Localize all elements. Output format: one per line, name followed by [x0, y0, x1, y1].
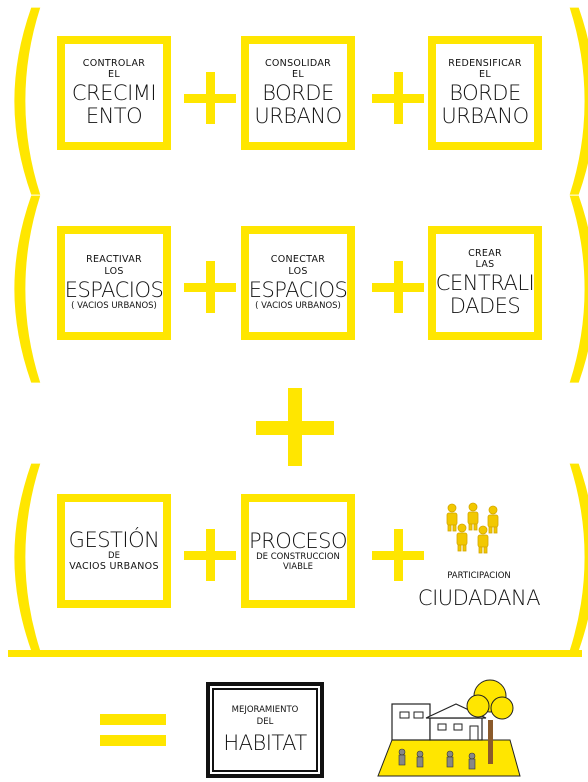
box-big-label: CRECIMI: [71, 81, 157, 106]
participation-small-label: PARTICIPACION: [447, 571, 511, 581]
result-small-label-1: MEJORAMIENTO: [231, 705, 299, 716]
box-crear-centralidades: CREAR LAS CENTRALI DADES: [428, 226, 542, 340]
participation-label: PARTICIPACION CIUDADANA: [414, 571, 544, 611]
box-mid-label: LAS: [475, 259, 495, 271]
participation-big-label: CIUDADANA: [417, 586, 541, 611]
people-group-icon: [440, 502, 506, 554]
box-mid-label: LOS: [104, 265, 124, 277]
box-top-label: REDENSIFICAR: [448, 57, 522, 69]
equals-icon-top: [100, 714, 166, 725]
box-reactivar-espacios: REACTIVAR LOS ESPACIOS ( VACIOS URBANOS): [57, 226, 171, 340]
box-gestion-vacios: GESTIÓN DE VACIOS URBANOS: [57, 494, 171, 608]
box-line-1: DE CONSTRUCCION: [256, 551, 340, 562]
plus-icon-r2a-v: [206, 261, 215, 313]
box-big-label: CENTRALI: [435, 271, 535, 296]
right-paren-row2: ): [560, 178, 588, 388]
box-big-label-2: URBANO: [254, 104, 342, 129]
right-paren-row1: ): [560, 0, 588, 200]
box-mid-label: EL: [108, 69, 120, 81]
box-big-label: ESPACIOS: [64, 277, 164, 302]
box-top-label: CONTROLAR: [82, 57, 146, 69]
result-small-label-2: DEL: [256, 717, 274, 728]
left-paren-row3: (: [4, 428, 50, 673]
box-top-label: REACTIVAR: [86, 253, 142, 265]
box-big-label: GESTIÓN: [68, 527, 160, 552]
box-big-label-2: URBANO: [441, 104, 529, 129]
right-paren-row3: ): [560, 446, 588, 656]
plus-icon-r2b-v: [394, 261, 403, 313]
plus-icon-r1b-v: [394, 72, 403, 124]
result-big-label: HABITAT: [223, 730, 307, 755]
box-top-label: CONSOLIDAR: [264, 57, 332, 69]
box-mid-label: EL: [292, 69, 304, 81]
box-big-label: PROCESO: [248, 528, 348, 553]
box-controlar-crecimiento: CONTROLAR EL CRECIMI ENTO: [57, 36, 171, 150]
plus-icon-r1a-v: [206, 72, 215, 124]
box-sub-label: ( VACIOS URBANOS): [255, 300, 341, 311]
plus-icon-r3b-v: [394, 529, 403, 581]
left-paren-row2: (: [4, 160, 50, 405]
box-big-label-2: ENTO: [85, 104, 143, 129]
box-proceso-construccion: PROCESO DE CONSTRUCCION VIABLE: [241, 494, 355, 608]
box-conectar-espacios: CONECTAR LOS ESPACIOS ( VACIOS URBANOS): [241, 226, 355, 340]
box-redensificar-borde: REDENSIFICAR EL BORDE URBANO: [428, 36, 542, 150]
plus-icon-r3a-v: [206, 529, 215, 581]
box-top-label: CREAR: [468, 247, 502, 259]
left-paren-row1: (: [4, 0, 50, 217]
box-mid-label: EL: [479, 69, 491, 81]
box-line-2: VIABLE: [282, 562, 314, 573]
box-big-label: BORDE: [449, 81, 521, 106]
divider-line: [8, 650, 582, 657]
box-consolidar-borde: CONSOLIDAR EL BORDE URBANO: [241, 36, 355, 150]
box-mid-label: LOS: [288, 265, 308, 277]
box-big-label: BORDE: [262, 81, 334, 106]
box-mid-label: DE: [108, 550, 120, 561]
equals-icon-bottom: [100, 735, 166, 746]
big-plus-icon-v: [288, 388, 302, 466]
box-big-label: ESPACIOS: [248, 277, 348, 302]
neighborhood-illustration: [374, 674, 524, 778]
box-sub-label: ( VACIOS URBANOS): [71, 300, 157, 311]
box-bottom-label: VACIOS URBANOS: [69, 561, 159, 573]
box-mejoramiento-habitat: MEJORAMIENTO DEL HABITAT: [206, 682, 324, 778]
box-big-label-2: DADES: [449, 294, 521, 319]
box-top-label: CONECTAR: [270, 253, 326, 265]
